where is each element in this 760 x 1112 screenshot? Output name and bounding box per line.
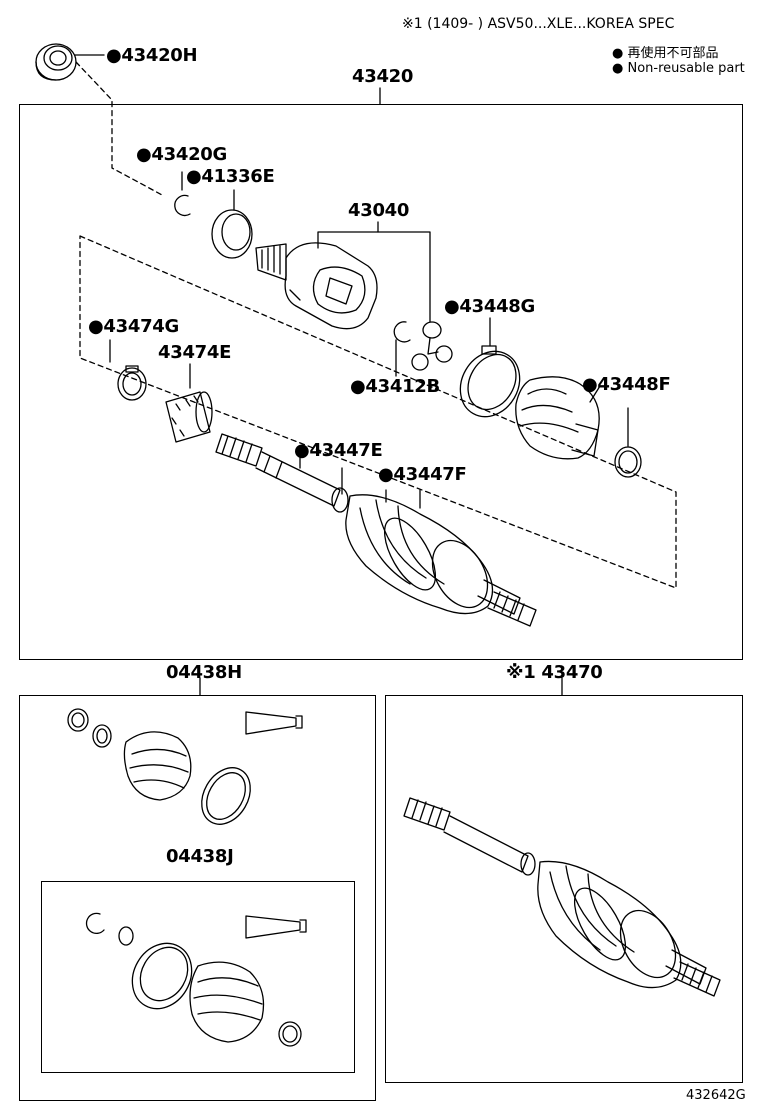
clamp-43448f-drawing	[614, 446, 642, 478]
part-label-43420g: ●43420G	[136, 144, 228, 165]
part-label-43420h: ●43420H	[106, 45, 198, 66]
clamp-43474g-drawing	[117, 365, 147, 401]
part-label-43474e: 43474E	[158, 342, 232, 363]
kit-outer-frame	[19, 695, 376, 1101]
legend-nonreusable-cn: ● 再使用不可部品	[612, 46, 719, 61]
part-label-43448f: ●43448F	[582, 374, 671, 395]
kit-number-04438h: 04438H	[166, 662, 242, 683]
boot-upper-drawing	[515, 376, 600, 460]
part-label-43412b: ●43412B	[350, 376, 440, 397]
joint-housing-43040-drawing	[255, 242, 378, 330]
main-shaft-drawing	[215, 433, 537, 627]
alt-shaft-drawing	[403, 797, 721, 997]
kit-inner-drawing	[85, 912, 307, 1047]
ring-41336e-drawing	[211, 209, 253, 259]
seal-43420h-drawing	[35, 43, 77, 81]
leader-lines	[74, 54, 629, 696]
kit-inner-frame	[41, 881, 355, 1073]
part-label-43040: 43040	[348, 200, 410, 221]
part-label-43448g: ●43448G	[444, 296, 536, 317]
main-assembly-frame	[19, 104, 743, 660]
part-label-43447f: ●43447F	[378, 464, 467, 485]
spacer-43474e-drawing	[165, 391, 213, 443]
clamp-43448g-drawing	[459, 345, 521, 418]
part-label-41336e: ●41336E	[186, 166, 275, 187]
tripod-drawing	[411, 321, 453, 371]
part-label-43474g: ●43474G	[88, 316, 180, 337]
part-label-43447e: ●43447E	[294, 440, 383, 461]
spec-note: ※1 (1409- ) ASV50...XLE...KOREA SPEC	[402, 16, 675, 32]
snap-ring-43412b-drawing	[393, 321, 411, 343]
assembly-number-43470: ※1 43470	[506, 662, 603, 683]
kit-outer-drawing	[67, 708, 303, 825]
kit-number-04438j: 04438J	[166, 846, 234, 867]
assembly-number-43420: 43420	[352, 66, 414, 87]
legend-nonreusable-en: ● Non-reusable part	[612, 61, 745, 76]
diagram-id: 432642G	[686, 1088, 746, 1103]
alt-assembly-frame	[385, 695, 743, 1083]
snap-ring-43420g-drawing	[174, 194, 191, 217]
